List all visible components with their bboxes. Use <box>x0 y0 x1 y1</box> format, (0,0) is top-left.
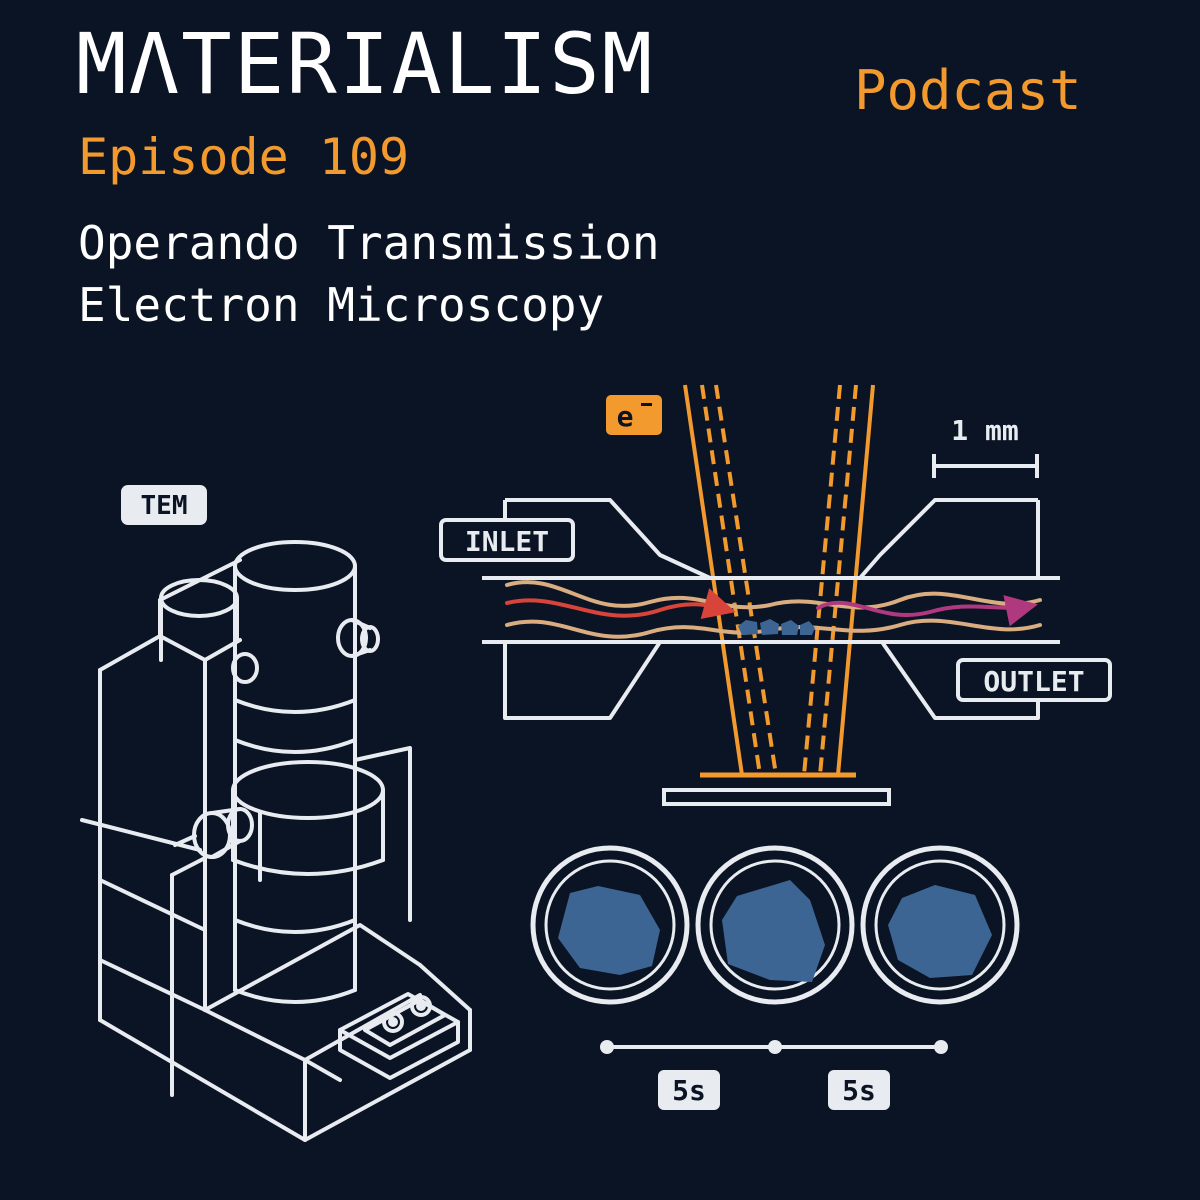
time-series-frames <box>530 845 1020 1005</box>
episode-title-line-1: Operando Transmission <box>78 216 660 270</box>
interval-label-1: 5s <box>672 1074 706 1107</box>
episode-number: Episode 109 <box>78 128 410 186</box>
podcast-label: Podcast <box>854 59 1082 122</box>
podcast-brand-title: MΛTERIALISM <box>76 15 655 113</box>
tem-microscope-icon <box>80 540 472 1142</box>
nanoparticles <box>738 619 815 635</box>
scale-bar <box>932 454 1039 478</box>
interval-badge-1: 5s <box>658 1070 720 1110</box>
inlet-label-tag: INLET <box>439 518 575 562</box>
frame-1 <box>530 845 690 1005</box>
electron-label-badge: e <box>606 395 662 435</box>
interval-badge-2: 5s <box>828 1070 890 1110</box>
episode-title-line-2: Electron Microscopy <box>78 278 605 332</box>
tem-label: TEM <box>141 491 188 521</box>
electron-label: e <box>617 400 634 433</box>
flow-streams <box>505 580 1042 639</box>
scale-bar-label: 1 mm <box>951 414 1018 447</box>
tem-label-badge: TEM <box>121 485 207 525</box>
inlet-label: INLET <box>465 525 549 558</box>
detector-plate <box>662 788 891 806</box>
frame-2 <box>695 845 855 1005</box>
outlet-label: OUTLET <box>983 665 1084 698</box>
timeline <box>600 1040 948 1054</box>
interval-label-2: 5s <box>842 1074 876 1107</box>
flow-cell <box>482 498 1060 720</box>
frame-3 <box>860 845 1020 1005</box>
outlet-label-tag: OUTLET <box>956 658 1112 702</box>
